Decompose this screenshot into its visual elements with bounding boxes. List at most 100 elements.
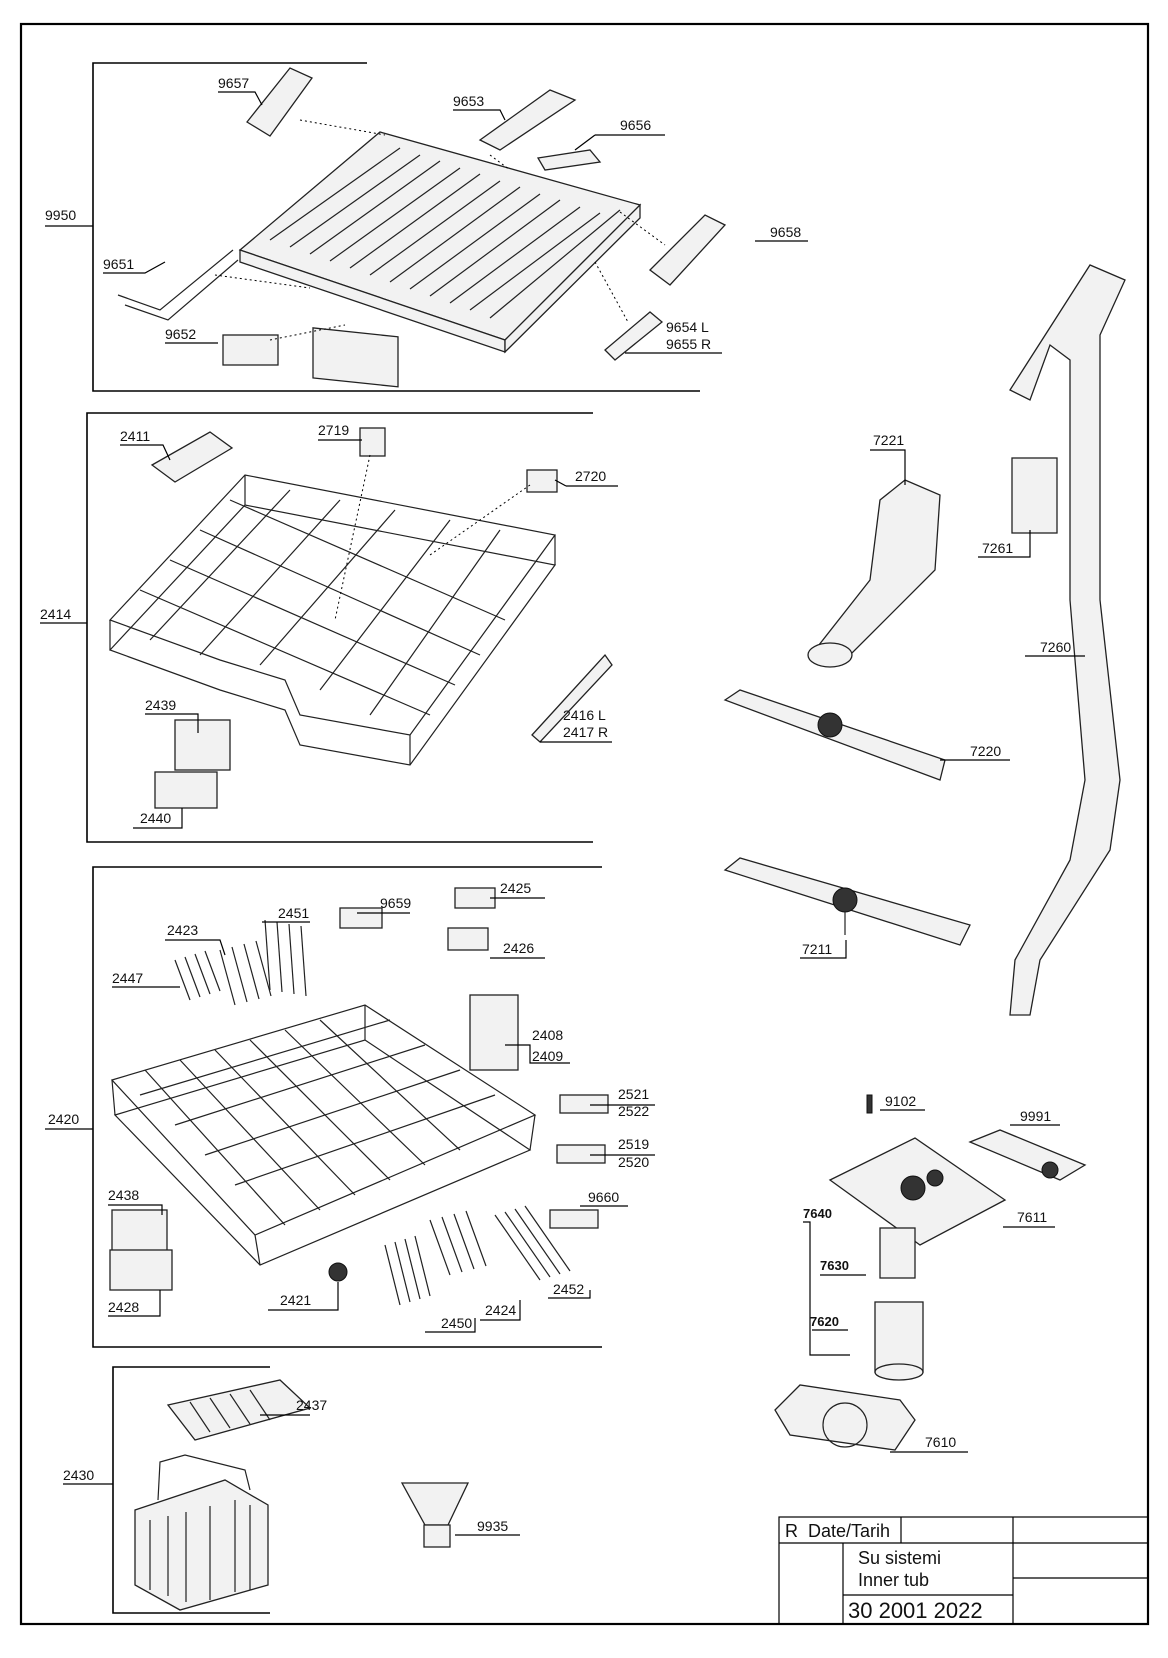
part-2425-shape: [454, 887, 496, 909]
label-2451: 2451: [278, 905, 309, 921]
label-7260: 7260: [1040, 639, 1071, 655]
label-7220: 7220: [970, 743, 1001, 759]
part-9102-shape: [866, 1094, 873, 1114]
part-9659-shape: [339, 907, 383, 929]
label-2408: 2408: [532, 1027, 563, 1043]
part-2519-shape: [556, 1144, 606, 1164]
part-2424-shape: [429, 1210, 487, 1276]
sheet-border: [19, 22, 1150, 1626]
label-2450: 2450: [441, 1315, 472, 1331]
label-9652: 9652: [165, 326, 196, 342]
label-2447: 2447: [112, 970, 143, 986]
label-9651: 9651: [103, 256, 134, 272]
part-9991-shape: [968, 1129, 1087, 1181]
part-2430-shape: [134, 1454, 269, 1611]
label-2522: 2522: [618, 1103, 649, 1119]
part-2421-shape: [328, 1262, 348, 1282]
group-9950-cutlery-tray: [45, 62, 808, 392]
label-2520: 2520: [618, 1154, 649, 1170]
label-7261: 7261: [982, 540, 1013, 556]
label-7211: 7211: [802, 941, 832, 957]
part-2447-shape: [174, 950, 221, 1001]
part-7630-shape: [879, 1227, 916, 1279]
part-2408-shape: [469, 994, 519, 1071]
title-block-name-en: Inner tub: [858, 1570, 929, 1590]
label-9991: 9991: [1020, 1108, 1051, 1124]
part-2438-shape: [111, 1209, 168, 1253]
part-7260-shape: [1009, 264, 1126, 1016]
label-2439: 2439: [145, 697, 176, 713]
part-2720-shape: [526, 469, 558, 493]
part-2437-shape: [166, 1379, 312, 1441]
label-2438: 2438: [108, 1187, 139, 1203]
cutlery-tray-drawing: [238, 131, 642, 388]
part-7620-shape: [874, 1301, 924, 1373]
label-7640: 7640: [803, 1206, 832, 1221]
label-9654: 9654 L: [666, 319, 709, 335]
label-2423: 2423: [167, 922, 198, 938]
label-2421: 2421: [280, 1292, 311, 1308]
part-2440-shape: [154, 771, 218, 809]
title-block: [778, 1516, 1149, 1625]
lower-basket-drawing: [109, 887, 609, 1306]
part-9658-shape: [649, 214, 727, 286]
label-2719: 2719: [318, 422, 349, 438]
label-2417: 2417 R: [563, 724, 608, 740]
label-9950: 9950: [45, 207, 76, 223]
label-7611: 7611: [1017, 1209, 1047, 1225]
group-2414-upper-basket: [40, 412, 618, 843]
upper-basket-drawing: [108, 427, 613, 809]
part-2521-shape: [559, 1094, 609, 1114]
label-2437: 2437: [296, 1397, 327, 1413]
label-2428: 2428: [108, 1299, 139, 1315]
label-9102: 9102: [885, 1093, 916, 1109]
part-9653-shape: [478, 89, 577, 151]
part-2450-shape: [384, 1235, 431, 1306]
label-2430: 2430: [63, 1467, 94, 1483]
part-2439-shape: [174, 719, 231, 771]
part-7221-shape: [814, 479, 941, 666]
label-7610: 7610: [925, 1434, 956, 1450]
part-9935-shape: [400, 1482, 470, 1526]
part-9654-shape: [604, 311, 664, 361]
part-2426-shape: [447, 927, 489, 951]
part-2452-shape: [494, 1205, 571, 1281]
part-9651-shape: [117, 249, 234, 311]
label-7620: 7620: [810, 1314, 839, 1329]
part-2411-shape: [150, 431, 234, 483]
part-9652-shape: [222, 334, 279, 366]
label-2425: 2425: [500, 880, 531, 896]
label-9658: 9658: [770, 224, 801, 240]
part-7261-shape: [1011, 457, 1058, 534]
label-2414: 2414: [40, 606, 71, 622]
title-block-doc-no: 30 2001 2022: [848, 1598, 983, 1623]
part-9660-shape: [549, 1209, 599, 1229]
label-2720: 2720: [575, 468, 606, 484]
part-2428-shape: [109, 1249, 173, 1291]
label-9660: 9660: [588, 1189, 619, 1205]
label-9659: 9659: [380, 895, 411, 911]
label-2452: 2452: [553, 1281, 584, 1297]
label-7630: 7630: [820, 1258, 849, 1273]
label-2521: 2521: [618, 1086, 649, 1102]
part-2416-shape: [531, 653, 613, 743]
group-sump-filter: [774, 1094, 1087, 1453]
label-2409: 2409: [532, 1048, 563, 1064]
group-2420-lower-basket: [45, 866, 655, 1348]
label-2424: 2424: [485, 1302, 516, 1318]
group-spray-system: [723, 264, 1126, 1016]
part-2423-shape: [219, 940, 272, 1006]
label-7221: 7221: [873, 432, 904, 448]
group-2430-cutlery-basket: [63, 1366, 520, 1614]
title-block-name-tr: Su sistemi: [858, 1548, 941, 1568]
part-2719-shape: [359, 427, 386, 457]
part-9657-shape: [246, 67, 313, 137]
label-9653: 9653: [453, 93, 484, 109]
title-block-date-label: Date/Tarih: [808, 1521, 890, 1541]
label-9655: 9655 R: [666, 336, 711, 352]
label-2411: 2411: [120, 428, 150, 444]
part-9656-shape: [536, 149, 602, 171]
part-2451-shape: [264, 919, 307, 997]
